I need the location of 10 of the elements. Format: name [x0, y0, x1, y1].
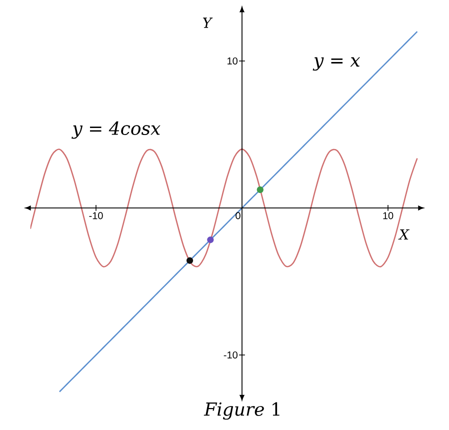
axis-label: X	[398, 229, 410, 240]
figure-caption: Figure 1	[204, 402, 280, 420]
curve-label: y = x	[312, 57, 360, 71]
tick-label: -10	[89, 212, 103, 220]
tick-label: -10	[224, 351, 238, 359]
tick-label: 0	[236, 212, 240, 220]
tick-label: 10	[228, 57, 238, 65]
tick-label: 10	[383, 212, 394, 220]
axis-label: Y	[203, 18, 213, 28]
curve-label: y = 4cosx	[72, 121, 160, 139]
